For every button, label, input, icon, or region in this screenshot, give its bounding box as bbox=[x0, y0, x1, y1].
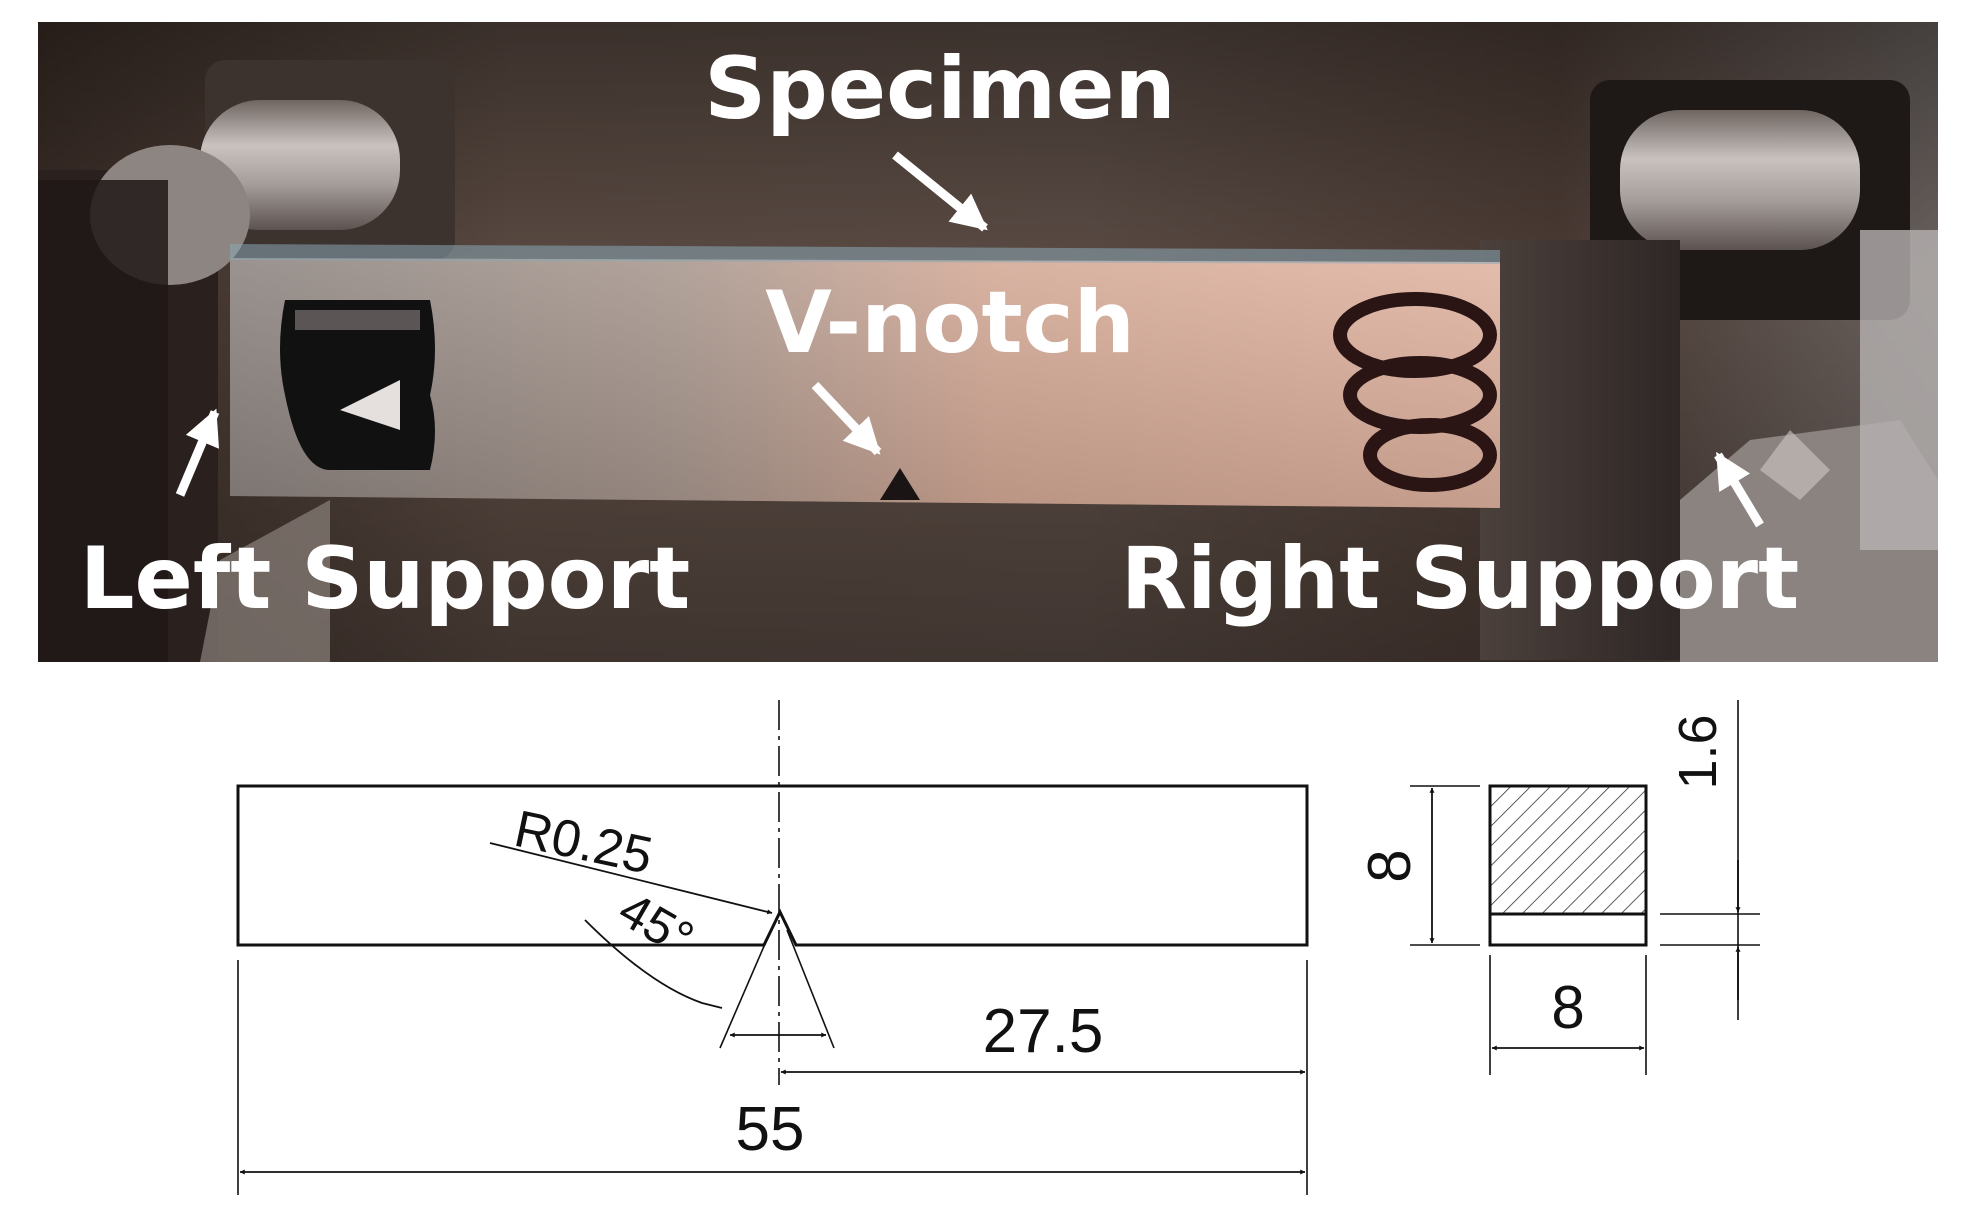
section-view: 8 8 1.6 bbox=[1356, 700, 1760, 1075]
left-support bbox=[38, 60, 455, 662]
section-hatched-area bbox=[1490, 786, 1646, 914]
length-label: 55 bbox=[736, 1095, 805, 1164]
section-outline bbox=[1488, 784, 1648, 947]
specimen-outline bbox=[236, 784, 1309, 947]
radius-label: R0.25 bbox=[510, 800, 658, 886]
angle-ext-left bbox=[719, 929, 772, 1049]
angle-ext-right bbox=[786, 929, 835, 1049]
half-length-label: 27.5 bbox=[983, 997, 1104, 1066]
right-support-arrow bbox=[1714, 451, 1764, 528]
technical-drawing: R0.25 45° 27.5 55 bbox=[236, 700, 1760, 1195]
front-view: R0.25 45° 27.5 55 bbox=[236, 700, 1309, 1195]
width-label: 8 bbox=[1551, 974, 1584, 1041]
specimen-bar bbox=[230, 244, 1500, 508]
v-notch-arrow bbox=[811, 381, 882, 456]
specimen-label: Specimen bbox=[704, 39, 1175, 139]
left-support-arrow bbox=[175, 408, 220, 497]
left-marker-symbol bbox=[280, 300, 435, 470]
height-label: 8 bbox=[1356, 849, 1423, 882]
photo-v-notch bbox=[880, 468, 920, 500]
photo-panel: Specimen V-notch Left Support Right Supp… bbox=[38, 22, 1938, 662]
right-support bbox=[1480, 80, 1938, 662]
right-marker-symbol bbox=[1333, 292, 1497, 492]
right-support-label: Right Support bbox=[1121, 529, 1799, 629]
left-support-label: Left Support bbox=[80, 529, 690, 629]
depth-label: 1.6 bbox=[1668, 714, 1728, 789]
v-notch-label: V-notch bbox=[765, 273, 1135, 373]
angle-leader bbox=[584, 919, 723, 1009]
radius-leader bbox=[489, 842, 773, 915]
specimen-arrow bbox=[892, 151, 988, 232]
